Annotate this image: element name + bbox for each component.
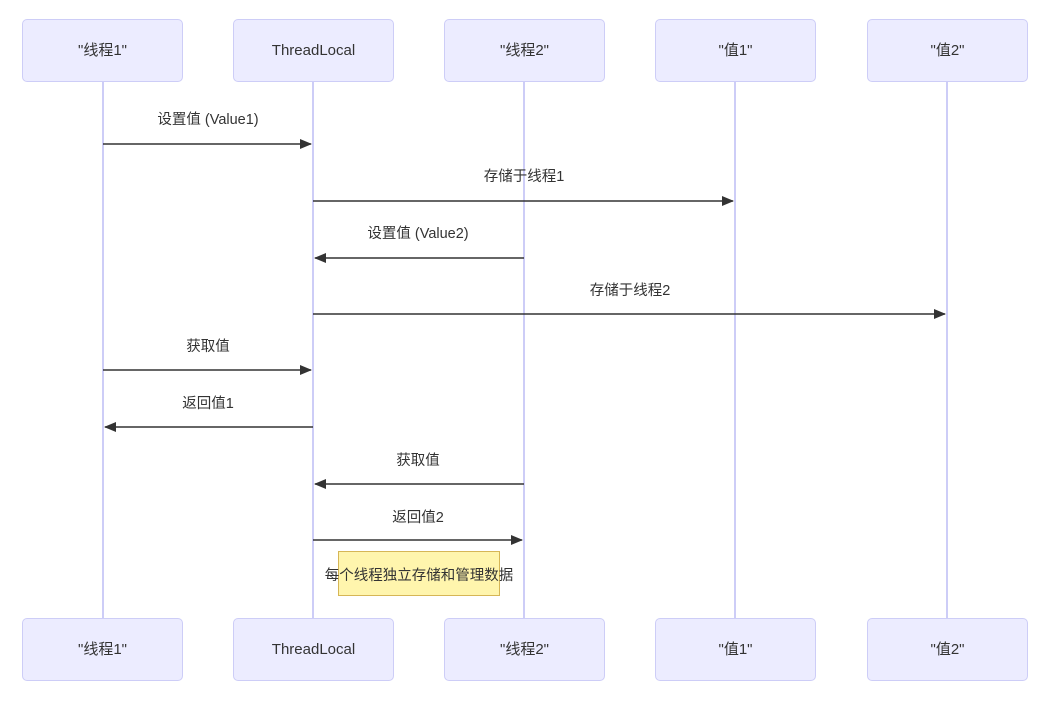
participant-box-top-v2[interactable]: "值2" [867, 19, 1028, 82]
message-label-2: 存储于线程1 [483, 169, 565, 185]
message-label-3: 设置值 (Value2) [367, 226, 469, 242]
participant-box-top-t1[interactable]: "线程1" [22, 19, 183, 82]
participant-box-top-tl[interactable]: ThreadLocal [233, 19, 394, 82]
participant-box-bottom-tl[interactable]: ThreadLocal [233, 618, 394, 681]
participant-box-bottom-v1[interactable]: "值1" [655, 618, 816, 681]
participant-label-bottom-v1: "值1" [718, 640, 753, 658]
message-label-8: 返回值2 [392, 510, 444, 526]
message-label-1: 设置值 (Value1) [157, 112, 259, 128]
message-label-4: 存储于线程2 [589, 283, 671, 299]
participant-label-top-tl: ThreadLocal [271, 41, 356, 59]
participant-box-bottom-t2[interactable]: "线程2" [444, 618, 605, 681]
participant-label-bottom-t2: "线程2" [500, 640, 549, 658]
participant-box-top-v1[interactable]: "值1" [655, 19, 816, 82]
participant-label-top-t2: "线程2" [500, 41, 549, 59]
participant-label-top-t1: "线程1" [78, 41, 127, 59]
message-label-6: 返回值1 [182, 396, 234, 412]
participant-label-bottom-v2: "值2" [930, 640, 965, 658]
participant-label-bottom-t1: "线程1" [78, 640, 127, 658]
note-label: 每个线程独立存储和管理数据 [324, 568, 514, 584]
message-arrows-group [103, 139, 946, 545]
participant-label-top-v1: "值1" [718, 41, 753, 59]
participant-label-bottom-tl: ThreadLocal [271, 640, 356, 658]
message-label-7: 获取值 [396, 453, 440, 469]
lifelines-group [102, 82, 948, 618]
participant-box-bottom-v2[interactable]: "值2" [867, 618, 1028, 681]
participant-label-top-v2: "值2" [930, 41, 965, 59]
participant-box-bottom-t1[interactable]: "线程1" [22, 618, 183, 681]
message-label-5: 获取值 [186, 339, 230, 355]
participant-box-top-t2[interactable]: "线程2" [444, 19, 605, 82]
note-box [338, 551, 500, 596]
